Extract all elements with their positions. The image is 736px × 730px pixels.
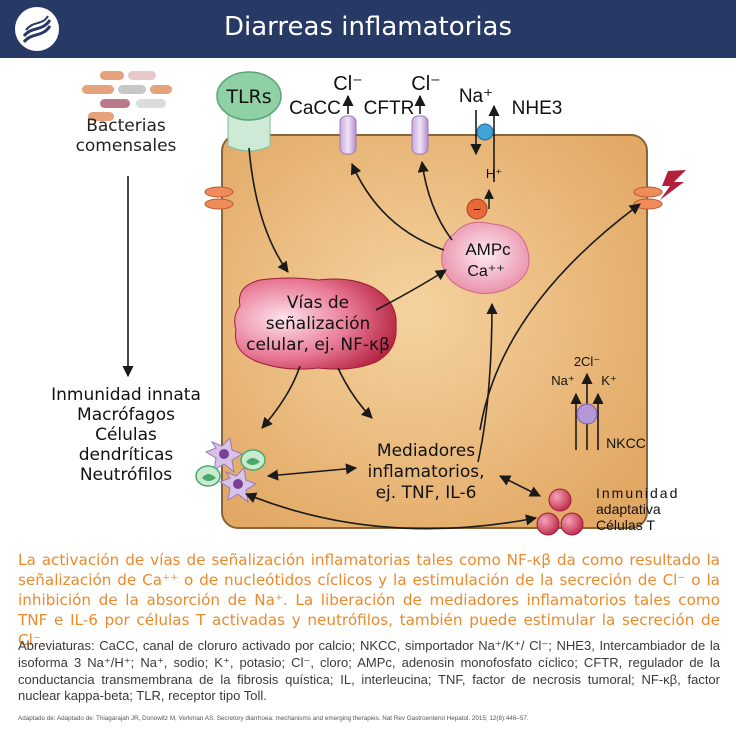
lightning-icon xyxy=(660,170,686,200)
nhe3-transporter xyxy=(476,123,494,141)
mediators-label-3: ej. TNF, IL-6 xyxy=(376,483,477,503)
ca-label: Ca⁺⁺ xyxy=(467,263,504,280)
signaling-label-1: Vías de xyxy=(287,293,349,313)
source-citation: Adaptado de: Adaptado de: Thiagarajah JR… xyxy=(18,715,529,722)
adaptive-label-3: Células T xyxy=(596,517,655,533)
signaling-label-2: señalización xyxy=(266,314,371,334)
caption-text: La activación de vías de señalización in… xyxy=(18,551,720,649)
nkcc-k: K⁺ xyxy=(601,373,617,388)
nkcc-cl: 2Cl⁻ xyxy=(574,354,600,369)
immune-cells-icon xyxy=(195,436,266,504)
page-title: Diarreas inflamatorias xyxy=(223,12,513,42)
bacteria-label: Bacterias xyxy=(86,116,166,136)
abbreviations-text: Abreviaturas: CaCC, canal de cloruro act… xyxy=(18,638,720,704)
cacc-label: CaCC xyxy=(289,98,341,119)
cftr-channel xyxy=(411,115,429,155)
bacteria-icon xyxy=(82,71,172,121)
nhe3-label: NHE3 xyxy=(512,98,563,119)
t-cells-icon xyxy=(536,488,584,536)
logo-icon xyxy=(15,7,59,51)
h-ion: H⁺ xyxy=(486,166,502,181)
signaling-label-3: celular, ej. NF-κβ xyxy=(246,335,390,355)
signaling-blob xyxy=(234,277,397,370)
mediators-label-1: Mediadores xyxy=(377,441,475,461)
tight-junction-left xyxy=(204,186,234,210)
tight-junction-right xyxy=(633,186,663,210)
nkcc-na: Na⁺ xyxy=(551,373,574,388)
na-ion: Na⁺ xyxy=(459,86,493,107)
ampc-label: AMPc xyxy=(465,240,511,259)
adaptive-label-1: Inmunidad xyxy=(596,485,679,501)
header-bar: Diarreas inflamatorias xyxy=(0,0,736,58)
cftr-ion: Cl⁻ xyxy=(411,73,440,95)
inhibition-icon xyxy=(466,198,488,220)
innate-label-5: Neutrófilos xyxy=(80,465,172,485)
bacteria-label-2: comensales xyxy=(76,136,177,156)
nkcc-transporter xyxy=(576,403,598,425)
cftr-label: CFTR xyxy=(364,98,415,119)
mediators-label-2: inflamatorios, xyxy=(367,462,484,482)
adaptive-label-2: adaptativa xyxy=(596,501,661,517)
tlrs-label: TLRs xyxy=(225,86,271,108)
inhibition-sign: − xyxy=(473,201,481,217)
innate-label-4: dendríticas xyxy=(79,445,174,465)
innate-label-1: Inmunidad innata xyxy=(51,385,201,405)
diagram: Bacterias comensales TLRs Cl⁻ CaCC Cl⁻ C… xyxy=(51,71,686,536)
innate-label-3: Células xyxy=(95,425,157,445)
nkcc-label: NKCC xyxy=(606,435,646,451)
ampc-blob xyxy=(441,221,530,295)
tlr-receptor xyxy=(216,71,282,152)
cacc-ion: Cl⁻ xyxy=(333,73,362,95)
innate-label-2: Macrófagos xyxy=(77,405,175,425)
cacc-channel xyxy=(339,115,357,155)
